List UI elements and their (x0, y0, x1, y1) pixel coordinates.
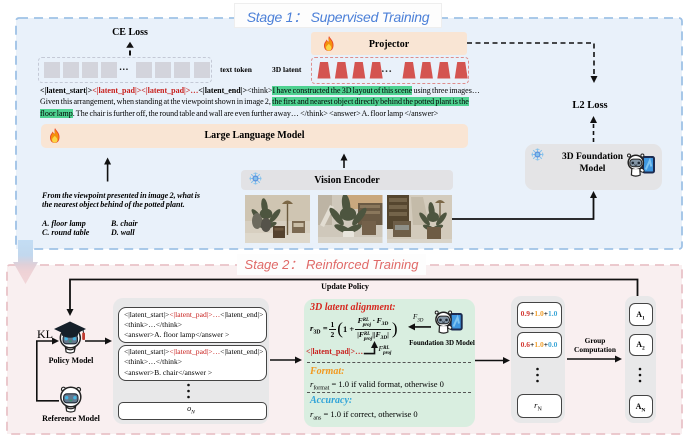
svg-text:…: … (381, 63, 392, 75)
